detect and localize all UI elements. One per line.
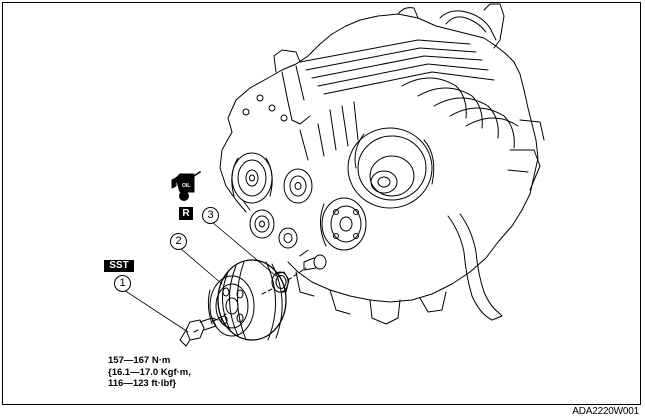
figure-code: ADA2220W001 [572, 406, 639, 417]
torque-specification: 157—167 N·m {16.1—17.0 Kgf·m, 116—123 ft… [108, 355, 191, 390]
callout-2: 2 [170, 233, 187, 250]
engine-block [219, 3, 545, 325]
lower-idler [278, 227, 298, 249]
torque-line-3: 116—123 ft·lbf} [108, 378, 177, 389]
callout-1: 1 [114, 275, 131, 292]
replace-part-badge: R [179, 207, 193, 220]
idler-pulley [283, 168, 313, 204]
diagram-frame [2, 2, 641, 405]
alignment-line [211, 267, 307, 323]
oil-can-icon: OIL [171, 171, 201, 201]
leader-lines [123, 221, 277, 333]
crankshaft-nose [299, 249, 327, 271]
power-steering-pulley [320, 197, 367, 251]
torque-line-1: 157—167 N·m [108, 355, 171, 366]
torque-line-2: {16.1—17.0 Kgf·m, [108, 366, 191, 378]
alternator-pulley [231, 152, 273, 204]
sst-badge: SST [104, 260, 134, 272]
tensioner-pulley [243, 201, 275, 239]
oil-icon-label: OIL [182, 183, 190, 189]
crankshaft-pulley [207, 259, 287, 341]
water-pump-pulley [347, 127, 435, 209]
crankshaft-pulley-bolt [179, 317, 219, 347]
callout-3: 3 [202, 207, 219, 224]
